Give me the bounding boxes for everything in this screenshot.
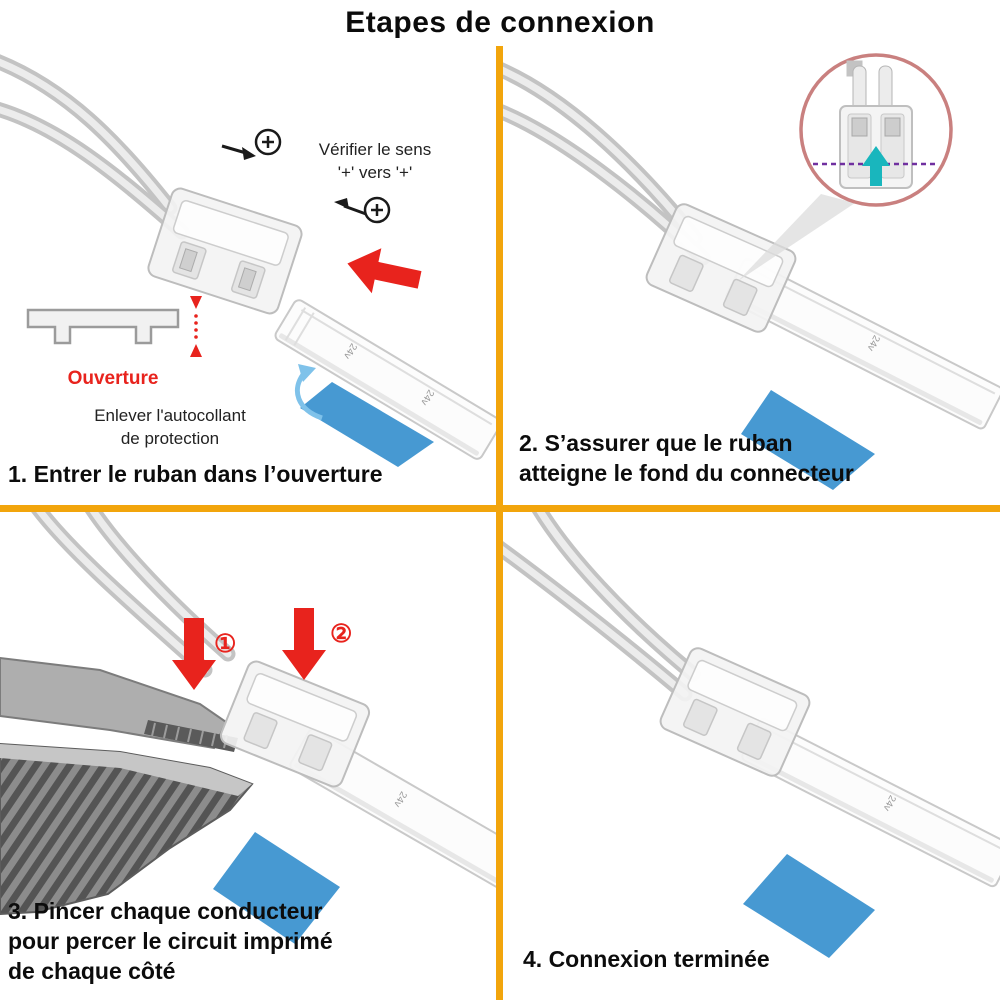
vertical-divider	[496, 46, 503, 1000]
strip-connector	[219, 660, 371, 788]
opening-measure	[190, 296, 202, 357]
step-marker-2: ②	[330, 620, 352, 648]
ouverture-label: Ouverture	[67, 368, 159, 389]
press-arrow-1	[172, 618, 216, 690]
led-strip: 24v	[741, 718, 1000, 888]
page-title: Etapes de connexion	[345, 6, 655, 39]
panel-step-4: 24v 4. Connexion terminée	[503, 512, 1000, 1000]
led-strip: 24v 24v	[274, 299, 496, 460]
step3-caption: 3. Pincer chaque conducteur pour percer …	[8, 898, 333, 984]
connector-wires	[0, 54, 190, 240]
horizontal-divider	[0, 505, 1000, 512]
led-strip: 24v	[725, 258, 1000, 430]
push-up-arrow	[862, 146, 890, 186]
press-arrow-2	[282, 608, 326, 680]
step1-caption: 1. Entrer le ruban dans l’ouverture	[8, 461, 383, 487]
step-marker-1: ①	[214, 630, 236, 658]
step4-illustration: 24v	[503, 512, 1000, 958]
strip-connector	[659, 647, 811, 777]
connector-wires	[503, 512, 701, 702]
adhesive-tape	[300, 382, 434, 467]
adhesive-tape	[213, 832, 340, 944]
panel-step-2: 24v	[503, 46, 1000, 505]
magnifier-detail	[799, 53, 953, 207]
insert-arrow	[347, 248, 422, 294]
step2-illustration: 24v	[503, 53, 1000, 490]
panel-step-3: 24v	[0, 512, 496, 1000]
pliers	[0, 656, 254, 916]
verify-note: Vérifier le sens '+' vers '+'	[318, 140, 432, 182]
peel-arrow	[294, 364, 323, 421]
plus-mark-top	[254, 128, 282, 156]
step3-illustration: 24v	[0, 512, 496, 944]
adhesive-tape	[741, 390, 875, 490]
step4-caption: 4. Connexion terminée	[523, 946, 770, 972]
connector-opening-profile	[26, 308, 180, 345]
peel-note: Enlever l'autocollant de protection	[94, 406, 246, 448]
step2-caption: 2. S’assurer que le ruban atteigne le fo…	[519, 430, 854, 486]
panel-step-1: 24v 24v	[0, 46, 496, 505]
strip-connector	[147, 187, 303, 315]
step1-illustration: 24v 24v	[0, 54, 496, 467]
magnifier-callout	[738, 194, 855, 281]
plus-mark-bottom	[363, 196, 391, 224]
adhesive-tape	[743, 854, 875, 958]
direction-arrows	[221, 144, 367, 216]
connector-wires	[31, 512, 236, 678]
